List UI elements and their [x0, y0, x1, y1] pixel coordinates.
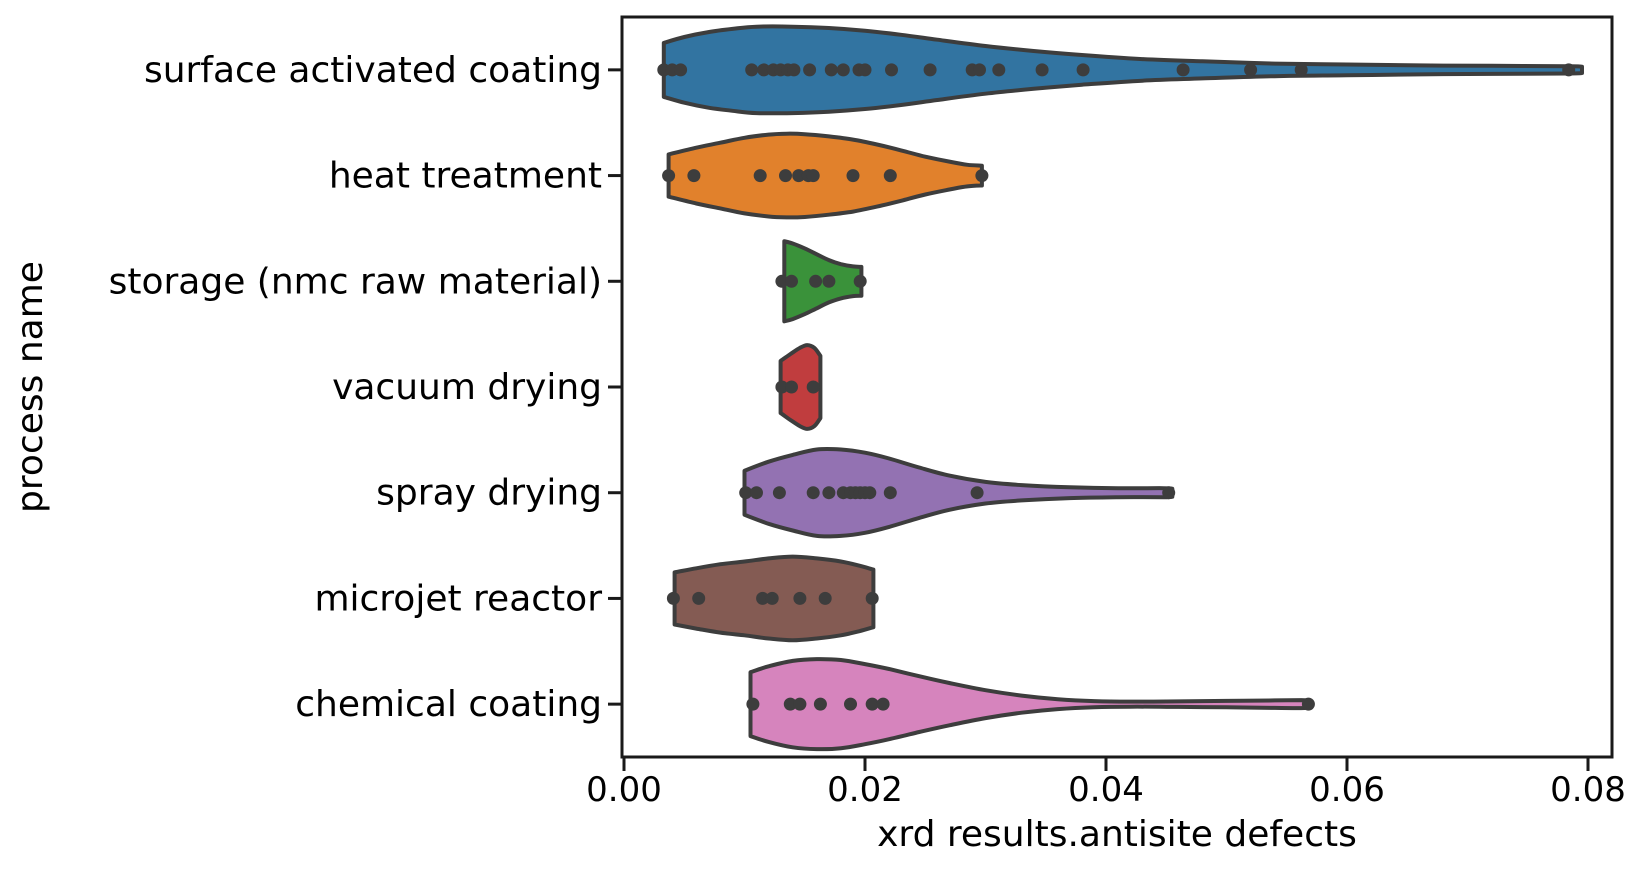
y-tick-label-heat-treatment: heat treatment [329, 156, 602, 197]
strip-dot-surface-activated-coating [836, 63, 850, 77]
strip-dot-vacuum-drying [785, 380, 798, 394]
strip-dot-heat-treatment [975, 169, 989, 183]
strip-dot-heat-treatment [753, 169, 767, 183]
strip-dot-spray-drying [750, 486, 763, 500]
y-tick-label-vacuum-drying: vacuum drying [332, 367, 602, 408]
strip-dot-surface-activated-coating [1035, 63, 1049, 77]
x-tick-label: 0.00 [586, 770, 662, 810]
strip-dot-surface-activated-coating [885, 63, 898, 77]
y-tick-label-spray-drying: spray drying [376, 473, 602, 514]
strip-dot-surface-activated-coating [858, 63, 872, 77]
strip-dot-chemical-coating [844, 697, 857, 711]
strip-dot-heat-treatment [687, 169, 701, 183]
strip-dot-microjet-reactor [666, 591, 680, 605]
strip-dot-heat-treatment [883, 169, 897, 183]
strip-dot-vacuum-drying [775, 380, 789, 394]
strip-dot-storage-nmc-raw-material [785, 274, 798, 288]
strip-dot-chemical-coating [783, 697, 797, 711]
violins-layer [661, 24, 1584, 752]
strip-dot-spray-drying [863, 486, 877, 500]
y-tick-label-chemical-coating: chemical coating [295, 684, 602, 725]
strip-dot-chemical-coating [746, 697, 760, 711]
strip-dot-surface-activated-coating [745, 63, 759, 77]
strip-dot-surface-activated-coating [923, 63, 937, 77]
y-tick-label-surface-activated-coating: surface activated coating [144, 50, 602, 91]
strip-dot-microjet-reactor [756, 591, 770, 605]
strip-dot-spray-drying [772, 486, 786, 500]
violin-heat-treatment [666, 131, 984, 220]
x-tick-label: 0.02 [827, 770, 903, 810]
strip-dot-spray-drying [1162, 486, 1176, 500]
strip-dot-surface-activated-coating [1076, 63, 1090, 77]
strip-dots-layer [657, 63, 1576, 711]
strip-dot-microjet-reactor [765, 591, 779, 605]
strip-dot-heat-treatment [806, 169, 820, 183]
strip-dot-storage-nmc-raw-material [809, 274, 823, 288]
strip-dot-surface-activated-coating [787, 63, 801, 77]
strip-dot-microjet-reactor [818, 591, 832, 605]
strip-dot-spray-drying [806, 486, 820, 500]
x-axis-label: xrd results.antisite defects [877, 814, 1357, 855]
y-tick-label-storage-nmc-raw-material: storage (nmc raw material) [109, 261, 602, 302]
strip-dot-heat-treatment [779, 169, 792, 183]
strip-dot-heat-treatment [792, 169, 806, 183]
strip-dot-chemical-coating [793, 697, 807, 711]
plot-border [620, 15, 1614, 759]
strip-dot-chemical-coating [865, 697, 879, 711]
strip-dot-storage-nmc-raw-material [822, 274, 836, 288]
strip-dot-surface-activated-coating [1244, 63, 1258, 77]
axes-layer: 0.00 0.02 0.04 0.06 0.08 surface activated co… [109, 15, 1626, 810]
strip-dot-surface-activated-coating [1562, 63, 1576, 77]
strip-dot-microjet-reactor [793, 591, 807, 605]
strip-dot-surface-activated-coating [824, 63, 838, 77]
strip-dot-spray-drying [739, 486, 753, 500]
strip-dot-vacuum-drying [806, 380, 820, 394]
y-tick-label-microjet-reactor: microjet reactor [314, 578, 602, 619]
strip-dot-spray-drying [883, 486, 897, 500]
violin-chemical-coating [748, 657, 1312, 752]
strip-dot-microjet-reactor [692, 591, 706, 605]
strip-dot-chemical-coating [813, 697, 827, 711]
strip-dot-surface-activated-coating [992, 63, 1006, 77]
strip-dot-surface-activated-coating [1294, 63, 1308, 77]
y-axis-label: process name [10, 261, 51, 513]
strip-dot-chemical-coating [1301, 697, 1315, 711]
x-tick-label: 0.06 [1309, 770, 1385, 810]
strip-dot-heat-treatment [846, 169, 860, 183]
strip-dot-microjet-reactor [865, 591, 879, 605]
strip-dot-surface-activated-coating [1176, 63, 1190, 77]
violin-surface-activated-coating [661, 24, 1584, 116]
strip-dot-surface-activated-coating [803, 63, 817, 77]
strip-dot-storage-nmc-raw-material [853, 274, 867, 288]
violin-vacuum-drying [778, 343, 823, 431]
strip-dot-spray-drying [970, 486, 984, 500]
strip-dot-heat-treatment [662, 169, 676, 183]
strip-dot-surface-activated-coating [757, 63, 771, 77]
strip-dot-surface-activated-coating [973, 63, 986, 77]
strip-dot-chemical-coating [876, 697, 890, 711]
strip-dot-spray-drying [822, 486, 836, 500]
strip-dot-surface-activated-coating [674, 63, 688, 77]
x-tick-label: 0.08 [1550, 770, 1626, 810]
strip-dot-storage-nmc-raw-material [775, 274, 789, 288]
x-tick-label: 0.04 [1068, 770, 1144, 810]
